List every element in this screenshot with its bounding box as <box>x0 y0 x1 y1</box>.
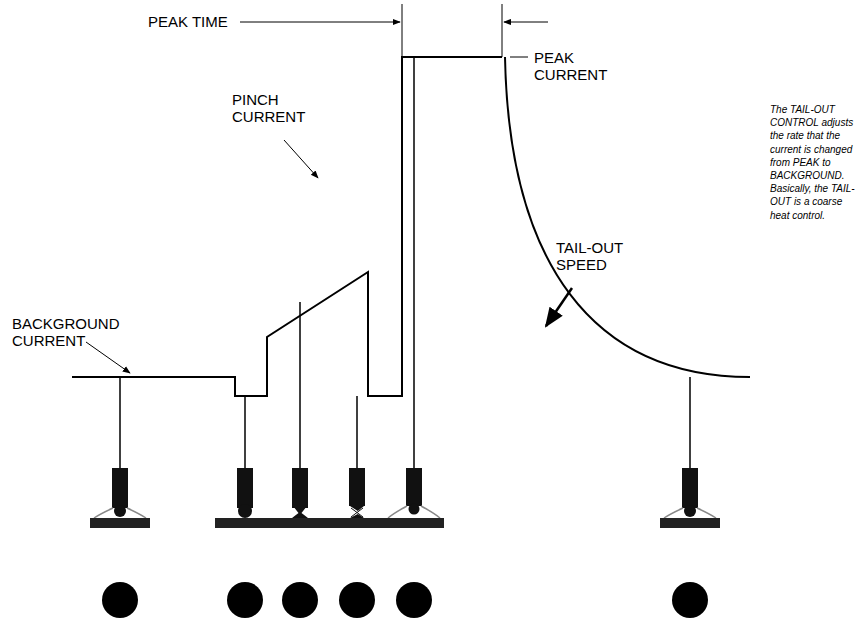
peak-time-arrow <box>504 22 548 23</box>
torch-arc <box>660 468 720 528</box>
leader-arrow <box>546 288 572 326</box>
leader-line <box>510 57 528 58</box>
drop-lines <box>120 57 690 468</box>
dimension-label: PEAK TIME <box>148 14 228 31</box>
part-label: BACKGROUND CURRENT <box>12 316 142 350</box>
cross-section-dots <box>102 582 708 618</box>
peak-time-tick <box>402 4 403 57</box>
torch-short-circuit <box>215 468 275 528</box>
torch-peak-arc <box>384 468 444 528</box>
peak-time-tick <box>502 4 503 57</box>
torch-separation <box>327 468 387 528</box>
tail-out-curve <box>505 57 750 377</box>
part-label: PINCH CURRENT <box>232 92 324 126</box>
part-label: PEAK CURRENT <box>534 50 616 84</box>
note-text: The TAIL-OUT CONTROL adjusts the rate th… <box>770 103 860 222</box>
leader-arrow <box>86 342 130 373</box>
peak-time-arrow <box>240 22 400 23</box>
leader-arrow <box>284 140 318 178</box>
current-waveform <box>72 57 502 396</box>
torch-pinch <box>270 468 330 528</box>
torch-arc <box>90 468 150 528</box>
part-label: TAIL-OUT SPEED <box>556 240 646 274</box>
